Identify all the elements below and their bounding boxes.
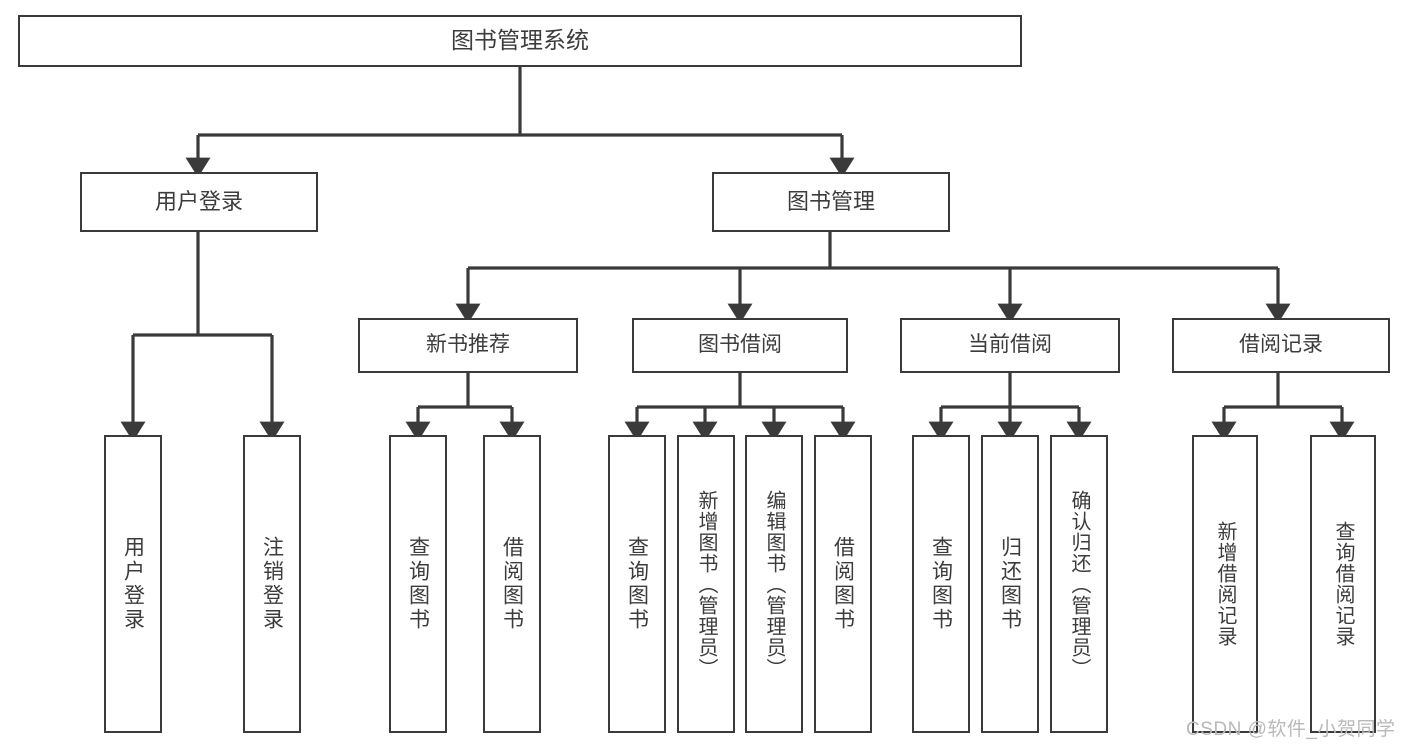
leaf-add-book-label: 新增图书（管理员） [695,489,717,679]
leaf-borrow-book-1[interactable]: 借阅图书 [483,435,541,733]
watermark: CSDN @软件_小贺同学 [1186,719,1396,740]
node-root-label: 图书管理系统 [451,27,589,54]
leaf-query-record-label: 查询借阅记录 [1332,521,1354,647]
node-book-management-label: 图书管理 [786,189,875,215]
node-root[interactable]: 图书管理系统 [18,15,1022,67]
leaf-confirm-return[interactable]: 确认归还（管理员） [1050,435,1108,733]
leaf-query-book-3-label: 查询图书 [929,536,953,632]
leaf-user-logout-label: 注销登录 [260,536,284,632]
node-user-login[interactable]: 用户登录 [80,172,318,232]
node-borrow-record-label: 借阅记录 [1239,333,1323,357]
leaf-user-logout[interactable]: 注销登录 [243,435,301,733]
node-new-book-recommend-label: 新书推荐 [426,333,510,357]
leaf-query-book-1-label: 查询图书 [406,536,430,632]
leaf-query-book-2-label: 查询图书 [625,536,649,632]
leaf-user-login-label: 用户登录 [121,536,145,632]
leaf-borrow-book-2-label: 借阅图书 [831,536,855,632]
leaf-edit-book[interactable]: 编辑图书（管理员） [745,435,803,733]
leaf-edit-book-label: 编辑图书（管理员） [763,489,785,679]
node-borrow-record[interactable]: 借阅记录 [1172,318,1390,373]
leaf-add-record[interactable]: 新增借阅记录 [1192,435,1258,733]
node-book-borrow[interactable]: 图书借阅 [632,318,848,373]
leaf-query-book-3[interactable]: 查询图书 [912,435,970,733]
leaf-query-book-2[interactable]: 查询图书 [608,435,666,733]
node-current-borrow-label: 当前借阅 [968,333,1052,357]
leaf-return-book[interactable]: 归还图书 [981,435,1039,733]
node-book-management[interactable]: 图书管理 [712,172,950,232]
leaf-user-login[interactable]: 用户登录 [104,435,162,733]
leaf-return-book-label: 归还图书 [998,536,1022,632]
leaf-add-book[interactable]: 新增图书（管理员） [677,435,735,733]
node-new-book-recommend[interactable]: 新书推荐 [358,318,578,373]
leaf-query-record[interactable]: 查询借阅记录 [1310,435,1376,733]
leaf-borrow-book-1-label: 借阅图书 [500,536,524,632]
leaf-query-book-1[interactable]: 查询图书 [389,435,447,733]
node-current-borrow[interactable]: 当前借阅 [900,318,1120,373]
leaf-add-record-label: 新增借阅记录 [1214,521,1236,647]
node-book-borrow-label: 图书借阅 [698,333,782,357]
node-user-login-label: 用户登录 [154,189,243,215]
leaf-confirm-return-label: 确认归还（管理员） [1068,489,1090,679]
leaf-borrow-book-2[interactable]: 借阅图书 [814,435,872,733]
